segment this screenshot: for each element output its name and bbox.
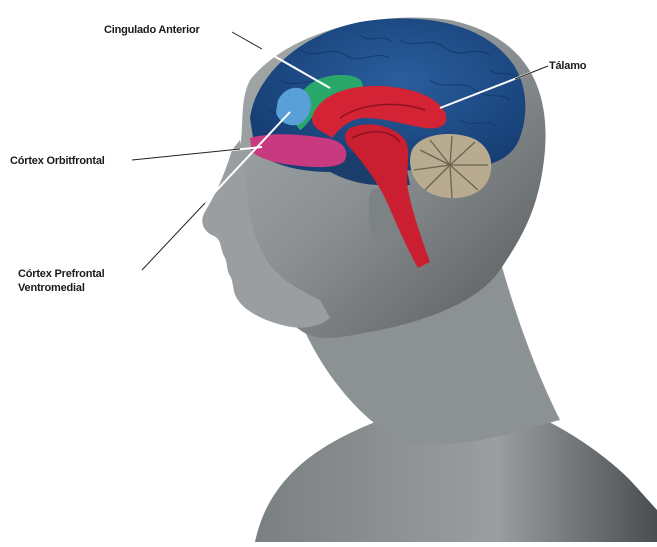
- label-cortex-orbitofrontal: Córtex Orbitfrontal: [10, 154, 105, 168]
- label-prefrontal-line2: Ventromedial: [18, 281, 104, 295]
- label-cortex-prefrontal-ventromedial: Córtex Prefrontal Ventromedial: [18, 267, 104, 295]
- label-prefrontal-line1: Córtex Prefrontal: [18, 267, 104, 281]
- label-talamo: Tálamo: [549, 59, 586, 73]
- label-cingulado-anterior: Cingulado Anterior: [104, 23, 200, 37]
